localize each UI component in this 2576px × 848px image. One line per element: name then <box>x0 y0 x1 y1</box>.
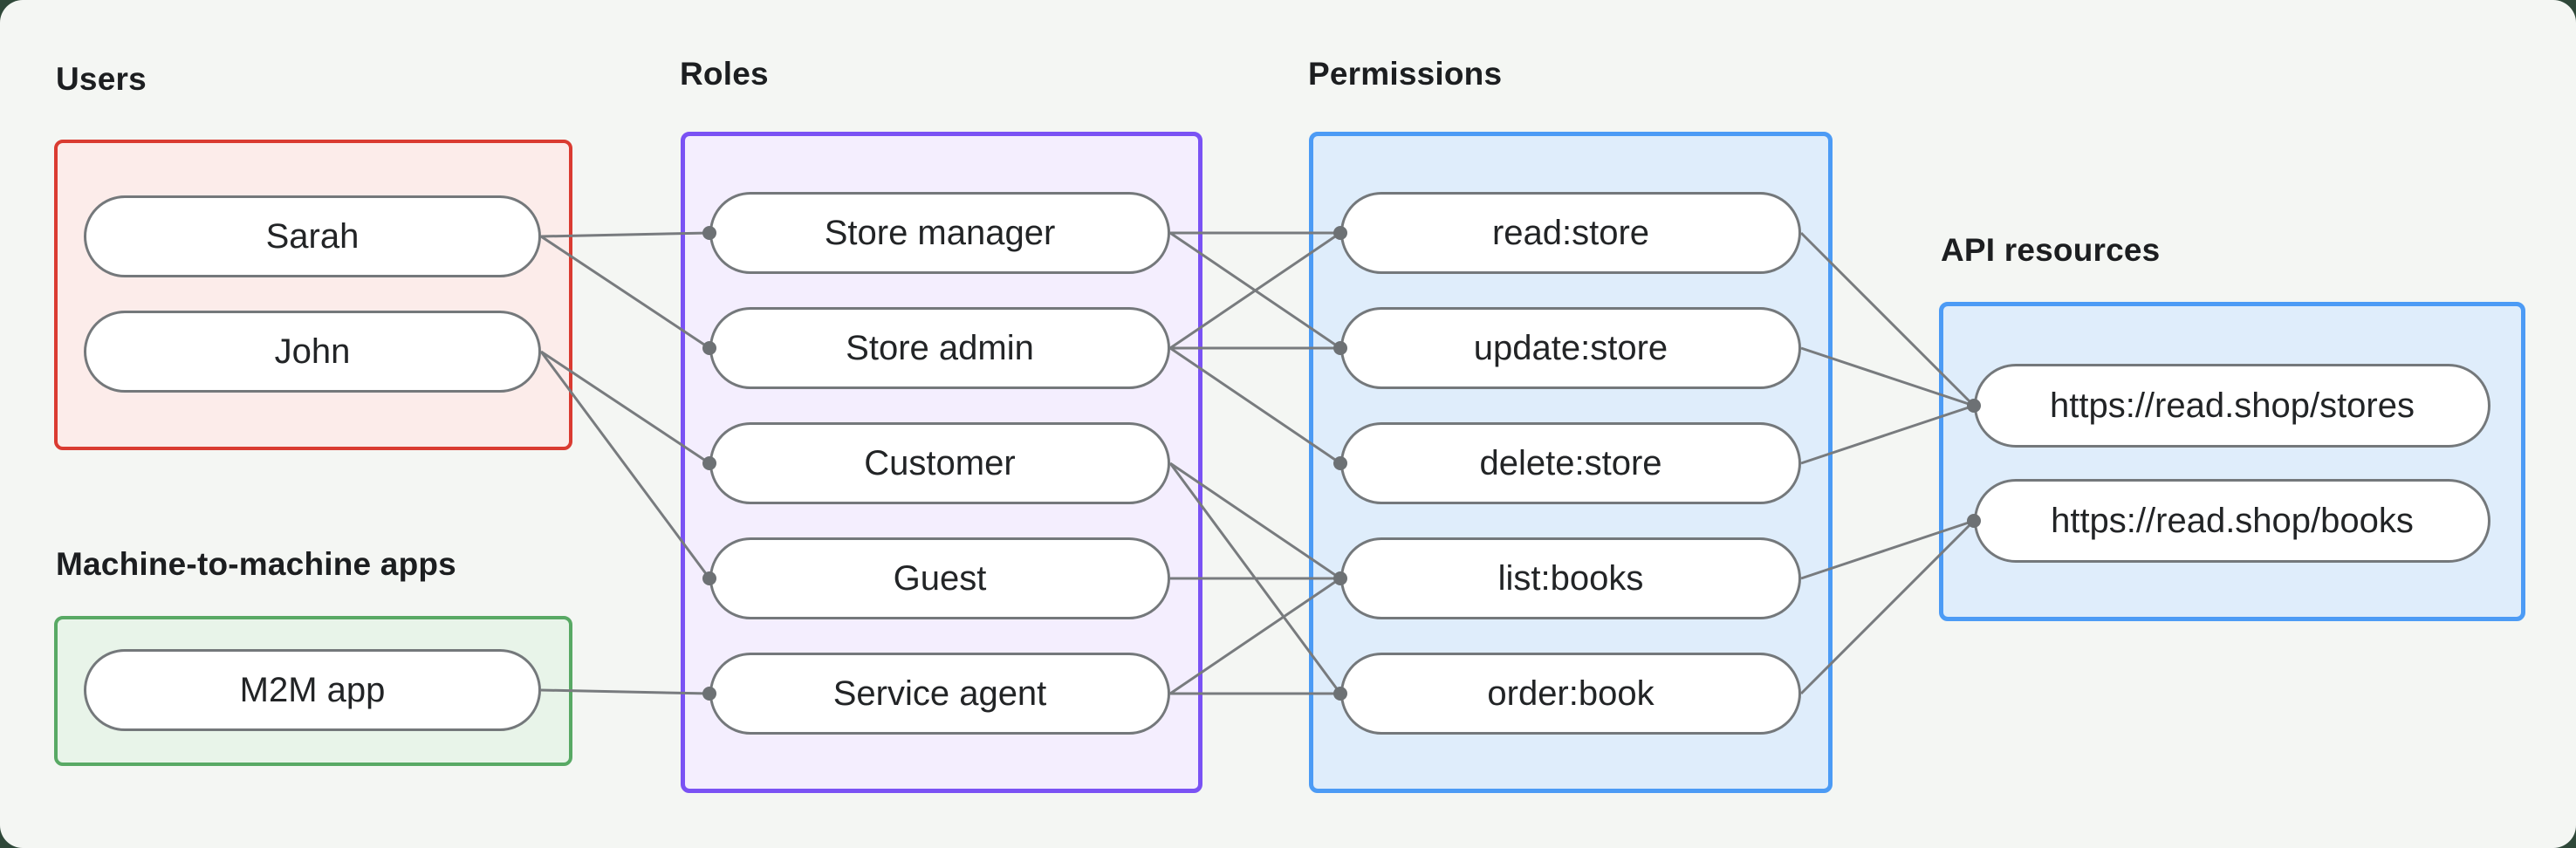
node-store-admin: Store admin <box>709 307 1170 389</box>
node-store-manager: Store manager <box>709 192 1170 274</box>
permissions-section-label: Permissions <box>1308 56 1503 92</box>
node-api-stores: https://read.shop/stores <box>1974 364 2490 448</box>
node-delete-store: delete:store <box>1340 422 1801 504</box>
users-section-label: Users <box>56 61 147 97</box>
node-m2m-app: M2M app <box>84 649 541 731</box>
node-list-books: list:books <box>1340 537 1801 619</box>
node-api-books: https://read.shop/books <box>1974 479 2490 563</box>
node-update-store: update:store <box>1340 307 1801 389</box>
node-customer: Customer <box>709 422 1170 504</box>
api-group-box <box>1939 302 2525 621</box>
roles-section-label: Roles <box>680 56 769 92</box>
node-read-store: read:store <box>1340 192 1801 274</box>
users-group-box <box>54 140 572 450</box>
m2m-section-label: Machine-to-machine apps <box>56 546 456 582</box>
node-order-book: order:book <box>1340 653 1801 735</box>
api-section-label: API resources <box>1941 232 2161 268</box>
node-service-agent: Service agent <box>709 653 1170 735</box>
node-sarah: Sarah <box>84 195 541 277</box>
node-john: John <box>84 311 541 393</box>
node-guest: Guest <box>709 537 1170 619</box>
